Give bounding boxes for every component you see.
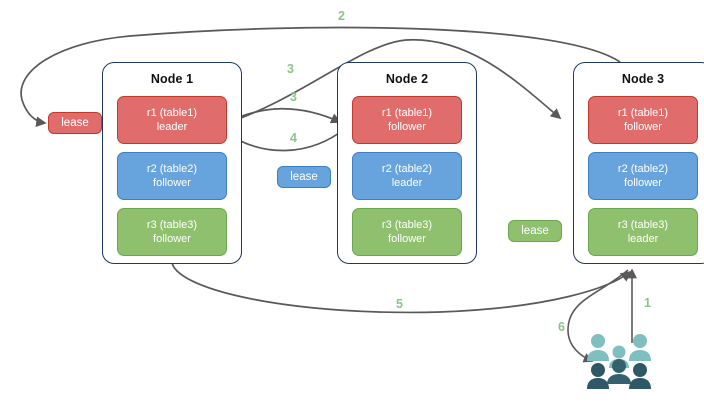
replica-name: r3 (table3) <box>381 219 433 231</box>
edge-label-1: 1 <box>644 296 651 310</box>
person-back-left <box>587 334 609 361</box>
person-front-right <box>629 363 651 389</box>
edge-label-6: 6 <box>558 320 565 334</box>
replica-role: leader <box>156 121 188 133</box>
replica-r3-table3[interactable]: r3 (table3) follower <box>352 208 462 256</box>
replica-name: r1 (table1) <box>146 107 198 119</box>
node-title: Node 2 <box>385 72 429 86</box>
edge-label-2: 2 <box>338 9 345 23</box>
lease-chip-r3[interactable]: lease <box>508 220 562 242</box>
replica-name: r1 (table1) <box>381 107 433 119</box>
person-back-right <box>629 334 651 361</box>
replica-r1-table1[interactable]: r1 (table1) follower <box>588 96 698 144</box>
person-front-left <box>587 363 609 389</box>
node-box-1[interactable]: Node 1 r1 (table1) leader r2 (table2) fo… <box>102 62 242 264</box>
replica-r2-table2[interactable]: r2 (table2) follower <box>117 152 227 200</box>
replica-r1-table1[interactable]: r1 (table1) follower <box>352 96 462 144</box>
replica-role: follower <box>153 177 191 189</box>
node-title: Node 1 <box>150 72 194 86</box>
node-box-3[interactable]: Node 3 r1 (table1) follower r2 (table2) … <box>573 62 704 264</box>
replica-name: r2 (table2) <box>146 163 198 175</box>
replica-role: follower <box>624 121 662 133</box>
replica-r2-table2[interactable]: r2 (table2) follower <box>588 152 698 200</box>
replica-name: r2 (table2) <box>617 163 669 175</box>
lease-chip-r1[interactable]: lease <box>48 112 102 134</box>
replica-role: follower <box>624 177 662 189</box>
lease-chip-r2[interactable]: lease <box>277 166 331 188</box>
edge-label-3a: 3 <box>287 62 294 76</box>
replica-r1-table1[interactable]: r1 (table1) leader <box>117 96 227 144</box>
node-title: Node 3 <box>621 72 665 86</box>
replica-role: leader <box>627 233 659 245</box>
replica-r2-table2[interactable]: r2 (table2) leader <box>352 152 462 200</box>
users-group-icon <box>587 334 651 389</box>
replica-name: r3 (table3) <box>617 219 669 231</box>
replica-role: follower <box>153 233 191 245</box>
replica-role: follower <box>388 121 426 133</box>
replica-role: leader <box>391 177 423 189</box>
edge-label-5: 5 <box>396 297 403 311</box>
edge-4-path <box>226 127 347 152</box>
edge-label-3b: 3 <box>290 90 297 104</box>
replica-name: r1 (table1) <box>617 107 669 119</box>
replica-r3-table3[interactable]: r3 (table3) follower <box>117 208 227 256</box>
replica-role: follower <box>388 233 426 245</box>
replica-name: r3 (table3) <box>146 219 198 231</box>
person-front-center <box>607 359 631 384</box>
edge-label-4: 4 <box>290 131 297 145</box>
replica-r3-table3[interactable]: r3 (table3) leader <box>588 208 698 256</box>
node-box-2[interactable]: Node 2 r1 (table1) follower r2 (table2) … <box>337 62 477 264</box>
replica-name: r2 (table2) <box>381 163 433 175</box>
